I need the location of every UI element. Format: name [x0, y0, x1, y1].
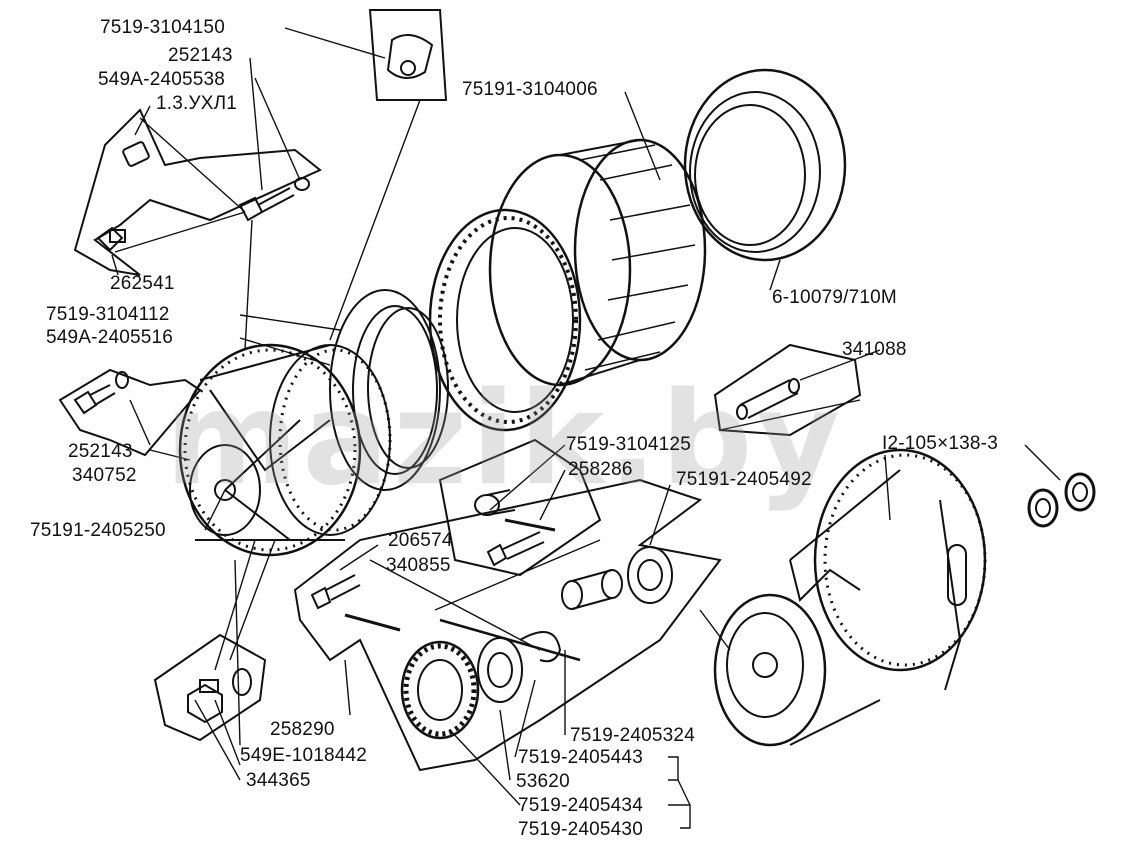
- callout-frame-bolt-set: [73, 108, 322, 276]
- stud-part: [736, 378, 800, 420]
- part-label-75191-2405492: 75191-2405492: [676, 469, 812, 490]
- part-label-53620: 53620: [516, 771, 570, 792]
- part-label-258286: 258286: [568, 459, 633, 480]
- part-label-7519-2405434: 7519-2405434: [518, 795, 643, 816]
- callout-frame-bolt-washer: [58, 368, 202, 457]
- bearing-ring-part: [683, 68, 847, 262]
- housing-cover-part: [178, 343, 392, 557]
- part-label-7519-3104112: 7519-3104112: [46, 304, 170, 325]
- part-label-7519-3104150: 7519-3104150: [100, 17, 225, 38]
- part-label-340752: 340752: [72, 465, 137, 486]
- callout-frame-clip: [368, 9, 448, 101]
- part-label-1-3-uhl1: 1.3.УХЛ1: [156, 93, 238, 114]
- shaft-set-part: [310, 546, 673, 740]
- ring-gear-part: [428, 208, 582, 432]
- bolt-washer-part: [73, 371, 129, 415]
- callout-frame-drain-plug: [153, 633, 267, 742]
- part-label-549a-2405516: 549А-2405516: [46, 327, 174, 348]
- part-label-258290: 258290: [270, 719, 335, 740]
- part-label-7519-2405324: 7519-2405324: [570, 725, 695, 746]
- part-label-7519-3104125: 7519-3104125: [566, 434, 691, 455]
- part-label-549e-1018442: 549Е-1018442: [240, 745, 368, 766]
- part-label-206574: 206574: [388, 530, 453, 551]
- part-label-75191-3104006: 75191-3104006: [462, 79, 598, 100]
- part-label-549a-2405538: 549А-2405538: [98, 69, 226, 90]
- part-label-7519-2405443: 7519-2405443: [518, 747, 643, 768]
- part-label-6-10079-710m: 6-10079/710М: [772, 287, 897, 308]
- carrier-drum-part: [488, 138, 707, 387]
- callout-frame-pin-bolt: [438, 438, 602, 577]
- part-label-i2-105x138-3: I2-105×138-3: [882, 433, 998, 454]
- part-label-262541: 262541: [110, 273, 175, 294]
- drain-plug-part: [187, 668, 252, 724]
- part-label-341088: 341088: [842, 339, 907, 360]
- seal-rings-part: [1027, 472, 1096, 528]
- part-label-252143-top: 252143: [168, 45, 233, 66]
- pin-bolt-part: [474, 489, 556, 567]
- bolt-part: [96, 141, 310, 252]
- gearbox-housing-part: [713, 448, 987, 747]
- part-label-344365: 344365: [246, 770, 311, 791]
- watermark: mazik.by: [165, 365, 844, 514]
- part-label-75191-2405250: 75191-2405250: [30, 520, 166, 541]
- callout-frame-shaft-set: [293, 478, 722, 772]
- leader-lines: [111, 27, 1061, 829]
- part-label-252143-left: 252143: [68, 441, 133, 462]
- part-label-340855: 340855: [386, 555, 451, 576]
- gasket-ring-part: [329, 289, 449, 491]
- part-label-7519-2405430: 7519-2405430: [518, 819, 643, 840]
